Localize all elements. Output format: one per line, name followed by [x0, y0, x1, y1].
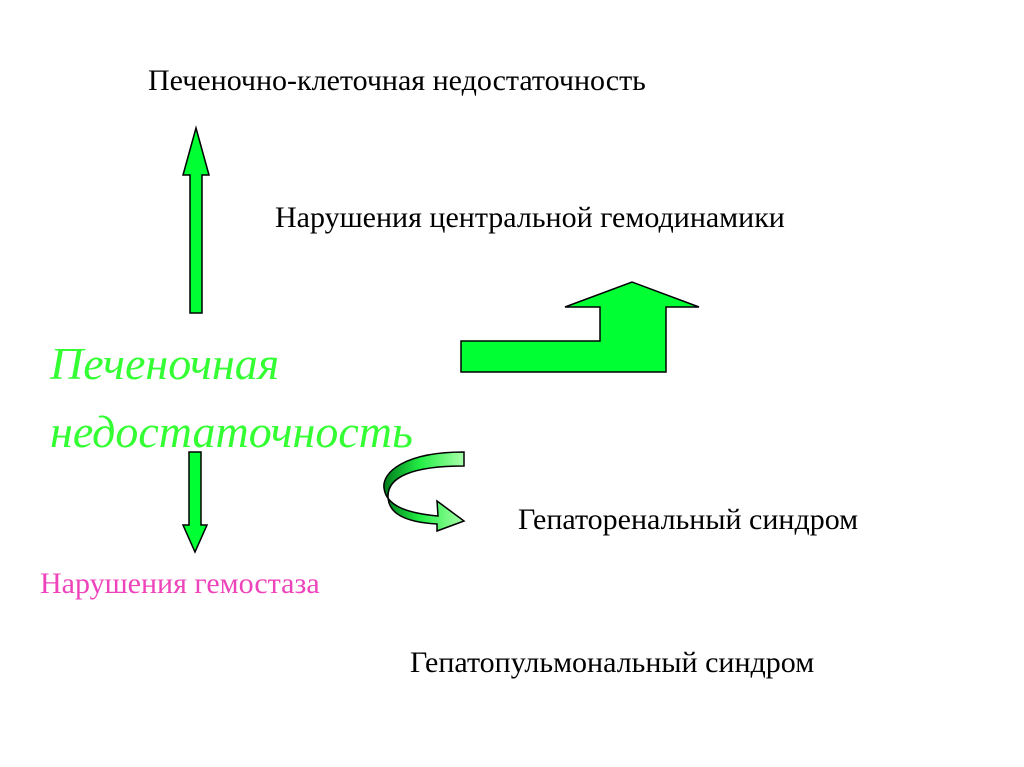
curved-arrow-icon	[383, 451, 466, 533]
hepatopulmonary-syndrome-label: Гепатопульмональный синдром	[410, 646, 815, 679]
main-title-line1: Печеночная	[50, 338, 280, 389]
hepatorenal-syndrome-label: Гепаторенальный синдром	[518, 503, 859, 536]
bent-up-arrow-icon	[460, 281, 700, 373]
down-arrow-icon	[181, 451, 209, 554]
central-hemodynamics-label: Нарушения центральной гемодинамики	[275, 201, 785, 234]
main-title: Печеночная недостаточность	[50, 330, 413, 466]
hemostasis-disorders-label: Нарушения гемостаза	[40, 567, 320, 600]
up-arrow-icon	[182, 125, 210, 314]
main-title-line2: недостаточность	[50, 406, 413, 457]
hepatocellular-insufficiency-label: Печеночно-клеточная недостаточность	[148, 64, 646, 97]
